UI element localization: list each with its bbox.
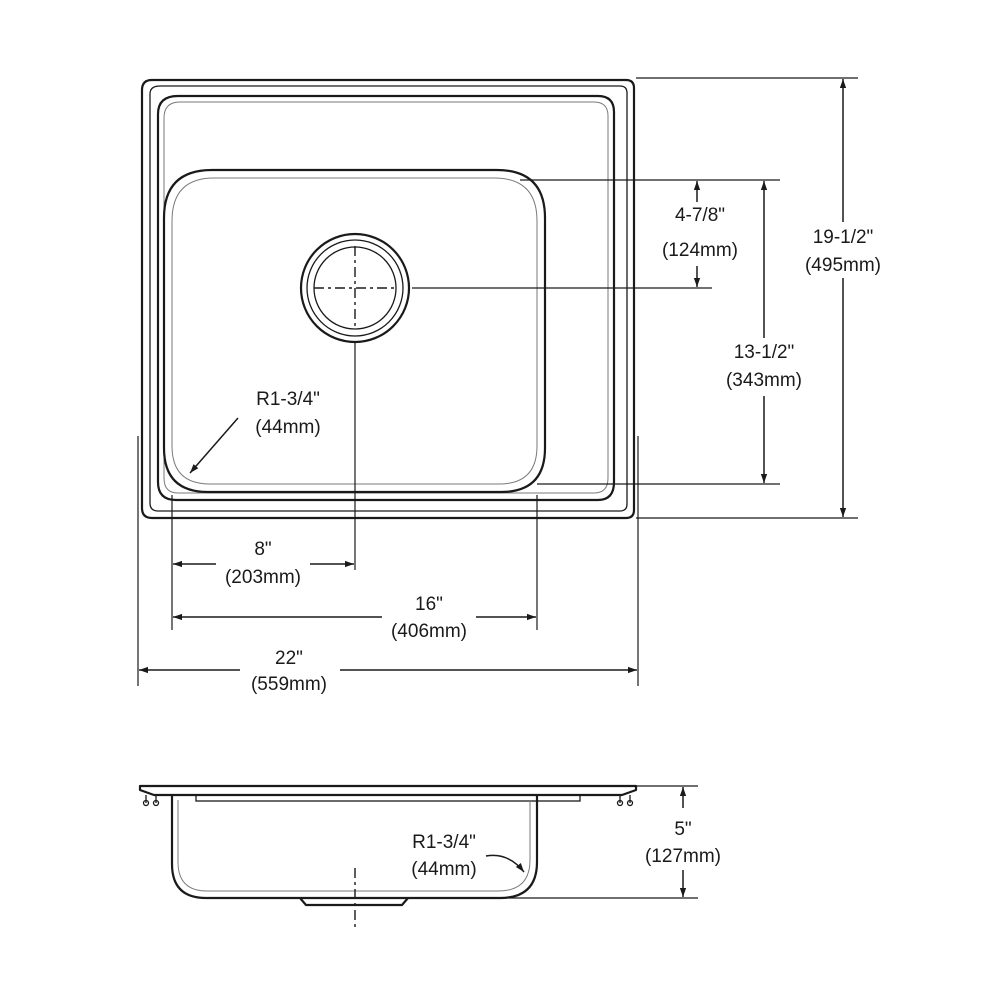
- sink-deck-edge: [156, 94, 616, 502]
- mounting-clip-left: [145, 795, 157, 803]
- dimension-overall-depth: 19-1/2" (495mm): [795, 79, 891, 517]
- overall-depth-metric: (495mm): [805, 255, 881, 276]
- corner-radius-section-metric: (44mm): [411, 859, 476, 880]
- sink-bowl-profile-inner: [177, 800, 531, 892]
- sink-flange: [138, 784, 638, 797]
- overall-width-metric: (559mm): [251, 674, 327, 695]
- section-extension-lines: [500, 785, 698, 899]
- sink-bowl-inner-outline: [171, 177, 538, 485]
- corner-radius-section-imperial: R1-3/4": [412, 832, 476, 853]
- sink-rim-inner-line: [149, 85, 628, 512]
- dimension-bowl-length: 13-1/2" (343mm): [716, 181, 812, 483]
- overall-width-imperial: 22": [275, 648, 303, 669]
- sink-outer-rim: [140, 78, 636, 520]
- bowl-width-metric: (406mm): [391, 621, 467, 642]
- sink-bowl-outline: [162, 168, 547, 494]
- dimension-overall-width: 22" (559mm): [139, 645, 637, 695]
- overall-depth-imperial: 19-1/2": [813, 227, 874, 248]
- dimension-bowl-width: 16" (406mm): [173, 590, 536, 642]
- bowl-length-metric: (343mm): [726, 370, 802, 391]
- bowl-depth-imperial: 5": [674, 819, 691, 840]
- callout-corner-radius-plan: R1-3/4" (44mm): [189, 389, 321, 474]
- drain-offset-vertical-metric: (124mm): [662, 240, 738, 261]
- bowl-length-imperial: 13-1/2": [734, 342, 795, 363]
- dimension-bowl-depth: 5" (127mm): [645, 787, 721, 897]
- bowl-width-imperial: 16": [415, 594, 443, 615]
- bowl-depth-metric: (127mm): [645, 846, 721, 867]
- drain-middle-ring: [306, 239, 404, 337]
- dimension-drain-offset-horizontal: 8" (203mm): [173, 537, 354, 589]
- plan-view: [140, 78, 712, 570]
- mounting-clip-right: [619, 795, 631, 803]
- callout-corner-radius-section: R1-3/4" (44mm): [411, 832, 525, 880]
- drain-offset-horizontal-imperial: 8": [254, 539, 271, 560]
- drain-body-section: [299, 897, 409, 907]
- sink-rim-strip: [195, 794, 581, 802]
- plan-extension-lines: [137, 77, 858, 686]
- drain-offset-horizontal-metric: (203mm): [225, 567, 301, 588]
- corner-radius-plan-imperial: R1-3/4": [256, 389, 320, 410]
- dimension-drain-offset-vertical: 4-7/8" (124mm): [662, 181, 738, 287]
- section-view: [138, 784, 638, 930]
- sink-deck-edge-inner: [163, 101, 609, 494]
- corner-radius-plan-metric: (44mm): [255, 417, 320, 438]
- drain-offset-vertical-imperial: 4-7/8": [675, 205, 725, 226]
